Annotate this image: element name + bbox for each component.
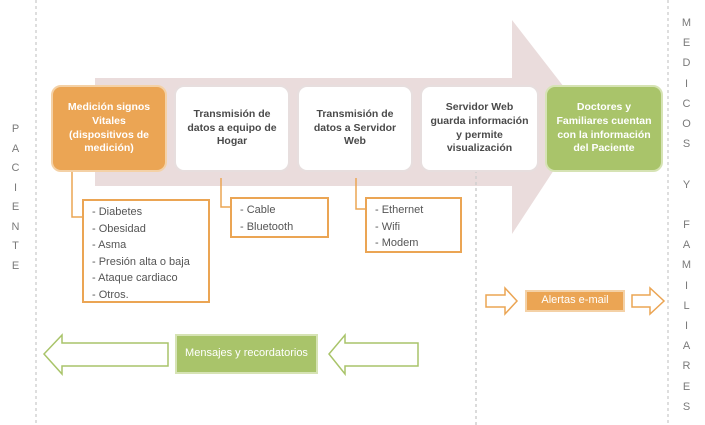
doctors-family-label-letter: S [682,400,692,413]
stage-server-transmission: Transmisión de datos a Servidor Web [297,85,413,172]
alert-arrow-right [631,286,666,316]
messages-reminders-label: Mensajes y recordatorios [185,347,308,360]
doctors-family-label-letter: Y [682,178,692,191]
doctors-family-label-letter: I [684,279,690,292]
stage-home-transmission-text: Transmisión de datos a equipo de Hogar [187,108,277,148]
doctors-family-label-letter: M [681,259,693,272]
stage-measurement: Medición signos Vitales (dispositivos de… [51,85,167,172]
doctors-family-label-letter: I [684,77,690,90]
doctors-family-label-letter: R [682,360,692,373]
patient-label-letter: T [12,240,20,252]
patient-label-letter: I [13,181,19,194]
home-connection-item: - Cable [240,204,276,216]
stage-web-server: Servidor Web guarda información y permit… [420,85,539,172]
patient-label-letter: E [11,259,21,272]
stage-doctors-family: Doctores y Familiares cuentan con la inf… [545,85,663,172]
web-connection-item: - Wifi [375,220,401,233]
alerts-email-box: Alertas e-mail [525,290,625,312]
messages-reminders-box: Mensajes y recordatorios [175,334,318,374]
doctors-family-label-letter: E [682,37,692,50]
condition-item: - Obesidad [92,222,146,235]
stage-measurement-text: Medición signos Vitales (dispositivos de… [67,101,151,155]
message-arrow-right [328,332,419,377]
patient-label-letter: P [11,123,21,135]
doctors-family-label-letter: M [681,17,693,29]
connector-web [355,178,365,210]
web-connection-item: - Ethernet [375,204,424,216]
message-arrow-left [42,333,169,376]
doctors-family-label-letter: D [682,57,692,70]
home-connections-list: - Cable - Bluetooth [230,197,329,238]
doctors-family-label-letter: C [682,97,692,110]
stage-doctors-family-text: Doctores y Familiares cuentan con la inf… [556,101,652,155]
doctors-family-label-letter [685,195,689,215]
doctors-family-label-letter: E [682,380,692,393]
conditions-list: - Diabetes - Obesidad - Asma - Presión alta… [82,199,210,303]
condition-item: - Ataque cardiaco [92,272,178,284]
web-connection-item: - Modem [375,237,419,249]
connector-conditions [71,172,82,218]
connector-home [220,178,230,208]
patient-label-letter: C [11,162,21,174]
patient-label-letter: E [11,201,21,213]
doctors-family-label-letter [685,154,689,174]
patient-label-letter: A [11,142,21,155]
doctors-family-label-letter: O [682,118,692,131]
doctors-family-label-letter: L [683,299,691,312]
doctors-family-label-letter: I [684,320,690,333]
web-connections-list: - Ethernet - Wifi - Modem [365,197,462,253]
stage-home-transmission: Transmisión de datos a equipo de Hogar [174,85,290,172]
condition-item: - Presión alta o baja [92,255,190,268]
doctors-family-label-letter: S [682,138,692,151]
condition-item: - Diabetes [92,206,143,218]
home-connection-item: - Bluetooth [240,220,294,233]
stage-web-server-text: Servidor Web guarda información y permit… [430,101,529,155]
doctors-family-label-letter: A [682,340,692,353]
condition-item: - Otros. [92,288,129,301]
doctors-family-label-letter: F [683,219,691,232]
stage-server-transmission-text: Transmisión de datos a Servidor Web [313,108,397,148]
alerts-email-label: Alertas e-mail [541,294,609,307]
patient-label-letter: N [11,220,21,233]
condition-item: - Asma [92,239,127,251]
doctors-family-label-letter: A [682,239,692,252]
alert-arrow-left [485,286,519,316]
